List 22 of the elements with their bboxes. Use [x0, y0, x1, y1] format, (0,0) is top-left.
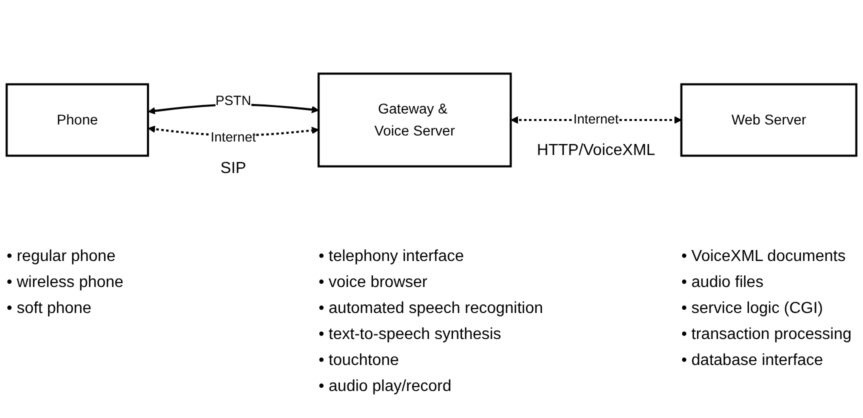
feature-item: • telephony interface [318, 247, 465, 267]
feature-item: • wireless phone [6, 273, 124, 293]
feature-item: • transaction processing [681, 325, 852, 345]
feature-item: • VoiceXML documents [681, 247, 847, 267]
node-box [318, 72, 512, 168]
feature-item: • database interface [681, 351, 824, 371]
edge-label: PSTN [215, 94, 252, 108]
node-box [680, 83, 858, 157]
protocol-label: SIP [220, 160, 246, 178]
feature-item: • touchtone [318, 351, 400, 371]
node-box [6, 83, 150, 157]
feature-item: • audio play/record [318, 377, 452, 397]
feature-item: • regular phone [6, 247, 116, 267]
feature-item: • voice browser [318, 273, 428, 293]
feature-item: • automated speech recognition [318, 299, 544, 319]
protocol-label: HTTP/VoiceXML [536, 142, 656, 160]
feature-item: • soft phone [6, 299, 92, 319]
edge-label: Internet [210, 130, 256, 146]
feature-item: • text-to-speech synthesis [318, 325, 502, 345]
feature-item: • audio files [681, 273, 764, 293]
edge-label: Internet [573, 112, 619, 127]
feature-item: • service logic (CGI) [681, 299, 824, 319]
